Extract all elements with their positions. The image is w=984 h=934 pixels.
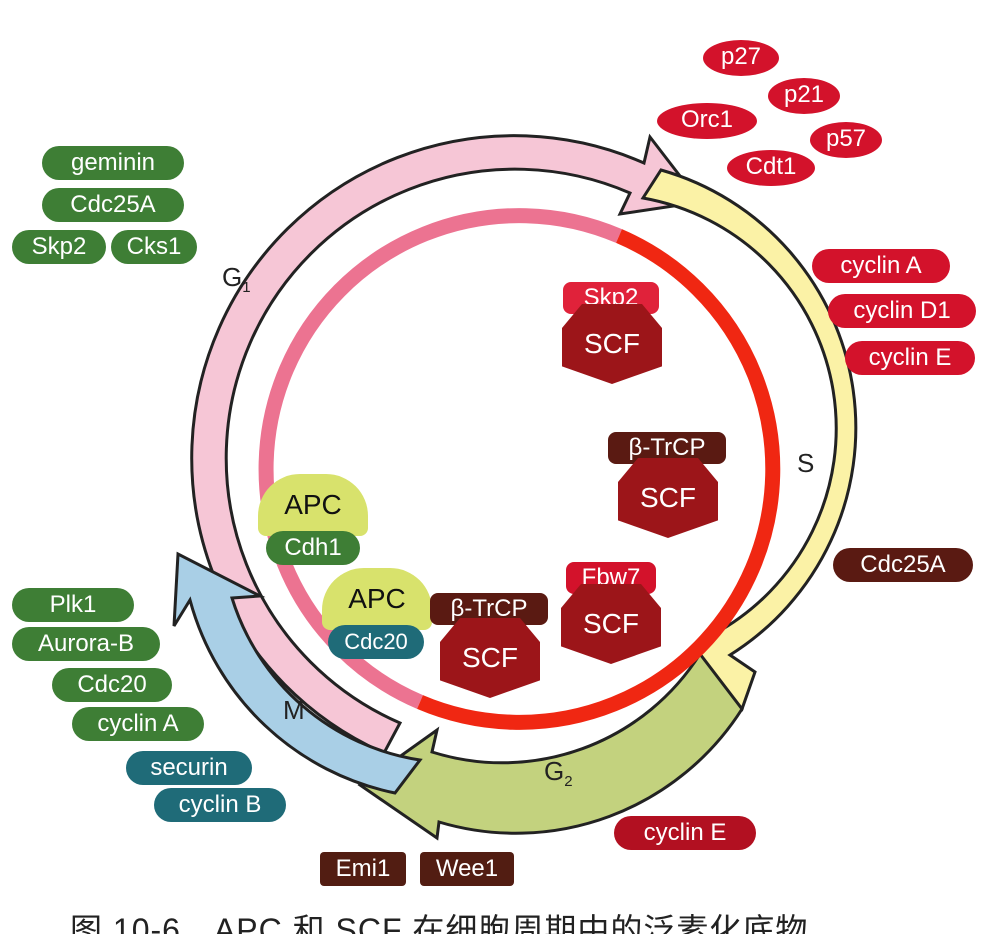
substrate-cyclin-e-g2: cyclin E <box>614 816 756 850</box>
scf-btrcp-g2-complex: SCF <box>440 618 540 698</box>
substrate-cyclin-a-m: cyclin A <box>72 707 204 741</box>
scf-fbw7-complex: SCF <box>561 584 661 664</box>
adaptor-btrcp-g2: β-TrCP <box>430 593 548 625</box>
g2-phase-label: G2 <box>544 756 573 791</box>
s-phase-label: S <box>797 448 815 478</box>
substrate-p57: p57 <box>810 122 882 158</box>
m-phase-label: M <box>283 695 305 725</box>
substrate-aurora-b: Aurora-B <box>12 627 160 661</box>
scf-btrcp-s-complex: SCF <box>618 458 718 538</box>
substrate-p27: p27 <box>703 40 779 76</box>
substrate-cks1: Cks1 <box>111 230 197 264</box>
figure-caption: 图 10-6 APC 和 SCF 在细胞周期中的泛素化底物 <box>70 912 809 934</box>
substrate-emi1: Emi1 <box>320 852 406 886</box>
substrate-geminin: geminin <box>42 146 184 180</box>
substrate-cyclin-a-s: cyclin A <box>812 249 950 283</box>
substrate-cdc25a: Cdc25A <box>42 188 184 222</box>
substrate-p21: p21 <box>768 78 840 114</box>
substrate-cyclin-e-s: cyclin E <box>845 341 975 375</box>
substrate-orc1: Orc1 <box>657 103 757 139</box>
g2-phase-arrow <box>357 651 744 841</box>
scf-skp2-complex: SCF <box>562 304 662 384</box>
substrate-cyclin-b: cyclin B <box>154 788 286 822</box>
m-phase-arrow <box>172 551 423 795</box>
adaptor-cdc20: Cdc20 <box>328 625 424 659</box>
substrate-plk1: Plk1 <box>12 588 134 622</box>
substrate-cdt1: Cdt1 <box>727 150 815 186</box>
inner-ring-apc-arc <box>258 208 622 709</box>
inner-ring-scf-arc <box>417 229 781 730</box>
substrate-cdc25a-s: Cdc25A <box>833 548 973 582</box>
adaptor-cdh1: Cdh1 <box>266 531 360 565</box>
g1-phase-label: G1 <box>222 262 251 297</box>
substrate-skp2: Skp2 <box>12 230 106 264</box>
substrate-cyclin-d1: cyclin D1 <box>828 294 976 328</box>
substrate-securin: securin <box>126 751 252 785</box>
substrate-wee1: Wee1 <box>420 852 514 886</box>
substrate-cdc20: Cdc20 <box>52 668 172 702</box>
apc-cdh1-complex: APC <box>258 474 368 536</box>
apc-cdc20-complex: APC <box>322 568 432 630</box>
